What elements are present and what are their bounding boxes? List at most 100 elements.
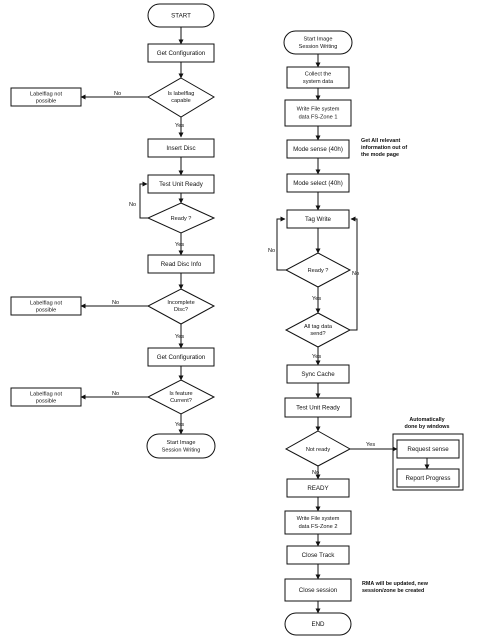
labelflag-not-possible-2: Labelflag not possible: [10, 296, 82, 316]
incomplete-disc-decision: Incomplete Disc?: [146, 288, 216, 325]
write-fs-zone2-line1: Write File system: [297, 516, 340, 522]
labelflag-capable-decision: Is labelflag capable: [147, 77, 215, 118]
windows-group: [392, 433, 464, 491]
automatic-note-line1: Automatically: [409, 417, 444, 423]
not-ready-label: Not ready: [306, 447, 330, 453]
get-configuration-1: Get Configuration: [147, 43, 215, 63]
rma-note: RMA will be updated, new session/zone be…: [362, 581, 429, 594]
test-unit-ready-1: Test Unit Ready: [147, 174, 215, 194]
labelflag-not-possible-1-line1: Labelflag not: [30, 92, 62, 98]
labelflag-capable-line1: Is labelflag: [168, 91, 195, 97]
sync-cache: Sync Cache: [286, 364, 350, 384]
get-configuration-1-label: Get Configuration: [157, 50, 206, 57]
start-image-session-writing-1: Start Image Session Writing: [146, 433, 216, 459]
mode-select: Mode select (40h): [286, 173, 350, 193]
tag-write-label: Tag Write: [305, 216, 332, 223]
yes-label-4: Yes: [175, 422, 184, 428]
tag-write: Tag Write: [286, 209, 350, 229]
start-image-session-2-line2: Session Writing: [299, 44, 338, 50]
end-label: END: [311, 621, 325, 628]
labelflag-not-possible-2-line1: Labelflag not: [30, 301, 62, 307]
not-ready-decision: Not ready: [284, 430, 352, 467]
labelflag-not-possible-3-line2: possible: [36, 399, 57, 405]
automatic-note-line2: done by windows: [405, 424, 450, 430]
read-disc-info-label: Read Disc Info: [161, 261, 202, 268]
branch-labels: Yes No Yes No Yes No Yes No Yes No Yes N…: [112, 91, 375, 476]
mode-page-note-line3: the mode page: [361, 152, 399, 158]
write-fs-zone2-line2: data FS-Zone 2: [299, 524, 338, 530]
labelflag-not-possible-1-line2: possible: [36, 99, 57, 105]
yes-label-1: Yes: [175, 123, 184, 129]
all-tag-data-decision: All tag data send?: [284, 312, 352, 348]
yes-label-7: Yes: [366, 442, 375, 448]
no-label-7: No: [312, 470, 319, 476]
collect-system-data: Collect the system data: [286, 66, 350, 89]
ready-decision-2: Ready ?: [284, 252, 352, 288]
test-unit-ready-2: Test Unit Ready: [284, 397, 352, 418]
no-label-2: No: [129, 202, 136, 208]
mode-page-note-line2: information out of: [361, 145, 407, 151]
feature-current-decision: Is feature Current?: [146, 379, 216, 415]
automatic-note: Automatically done by windows: [405, 417, 450, 430]
start-image-session-2-line1: Start Image: [304, 37, 333, 43]
ready-decision-1-label: Ready ?: [171, 216, 192, 222]
write-fs-zone1-line2: data FS-Zone 1: [299, 115, 338, 121]
mode-sense-label: Mode sense (40h): [293, 146, 343, 153]
yes-label-5: Yes: [312, 296, 321, 302]
write-fs-zone1-line1: Write File system: [297, 107, 340, 113]
test-unit-ready-2-label: Test Unit Ready: [296, 405, 341, 412]
report-progress-label: Report Progress: [405, 475, 450, 482]
collect-system-data-line1: Collect the: [305, 72, 331, 78]
ready-decision-2-label: Ready ?: [308, 268, 329, 274]
no-label-3: No: [112, 300, 119, 306]
feature-current-line2: Current?: [170, 398, 192, 404]
start-image-session-writing-2: Start Image Session Writing: [283, 30, 353, 55]
start-image-session-1-line1: Start Image: [167, 440, 196, 446]
labelflag-not-possible-3: Labelflag not possible: [10, 387, 82, 407]
all-tag-data-line1: All tag data: [304, 324, 333, 330]
read-disc-info: Read Disc Info: [147, 254, 215, 274]
incomplete-disc-line2: Disc?: [174, 307, 188, 313]
start-label: START: [171, 13, 191, 20]
sync-cache-label: Sync Cache: [301, 371, 335, 378]
end-terminal: END: [284, 612, 352, 636]
no-label-5: No: [268, 248, 275, 254]
right-connectors: [276, 54, 430, 614]
mode-select-label: Mode select (40h): [293, 180, 343, 187]
no-label-4: No: [112, 391, 119, 397]
yes-label-6: Yes: [312, 354, 321, 360]
close-track-label: Close Track: [302, 552, 336, 559]
get-configuration-2-label: Get Configuration: [157, 354, 206, 361]
write-fs-zone2: Write File system data FS-Zone 2: [284, 510, 352, 535]
close-session: Close session: [284, 578, 352, 602]
request-sense-label: Request sense: [407, 446, 449, 453]
labelflag-not-possible-3-line1: Labelflag not: [30, 392, 62, 398]
insert-disc: Insert Disc: [147, 138, 215, 158]
incomplete-disc-line1: Incomplete: [167, 300, 194, 306]
labelflag-not-possible-2-line2: possible: [36, 308, 57, 314]
ready-state: READY: [286, 478, 350, 498]
mode-sense: Mode sense (40h): [286, 139, 350, 159]
report-progress: Report Progress: [396, 468, 460, 488]
yes-label-3: Yes: [175, 334, 184, 340]
mode-page-note: Get All relevant information out of the …: [361, 138, 407, 158]
no-label-1: No: [114, 91, 121, 97]
start-image-session-1-line2: Session Writing: [162, 448, 201, 454]
mode-page-note-line1: Get All relevant: [361, 138, 401, 144]
request-sense: Request sense: [396, 439, 460, 459]
collect-system-data-line2: system data: [303, 79, 334, 85]
test-unit-ready-1-label: Test Unit Ready: [159, 181, 204, 188]
rma-note-line1: RMA will be updated, new: [362, 581, 429, 587]
all-tag-data-line2: send?: [310, 331, 325, 337]
close-session-label: Close session: [299, 587, 338, 594]
get-configuration-2: Get Configuration: [147, 347, 215, 367]
ready-decision-1: Ready ?: [146, 202, 216, 234]
labelflag-capable-line2: capable: [171, 98, 191, 104]
insert-disc-label: Insert Disc: [166, 145, 195, 152]
feature-current-line1: Is feature: [169, 391, 192, 397]
start-terminal: START: [147, 3, 215, 28]
write-fs-zone1: Write File system data FS-Zone 1: [284, 99, 352, 127]
no-label-6: No: [352, 271, 359, 277]
labelflag-not-possible-1: Labelflag not possible: [10, 87, 82, 107]
